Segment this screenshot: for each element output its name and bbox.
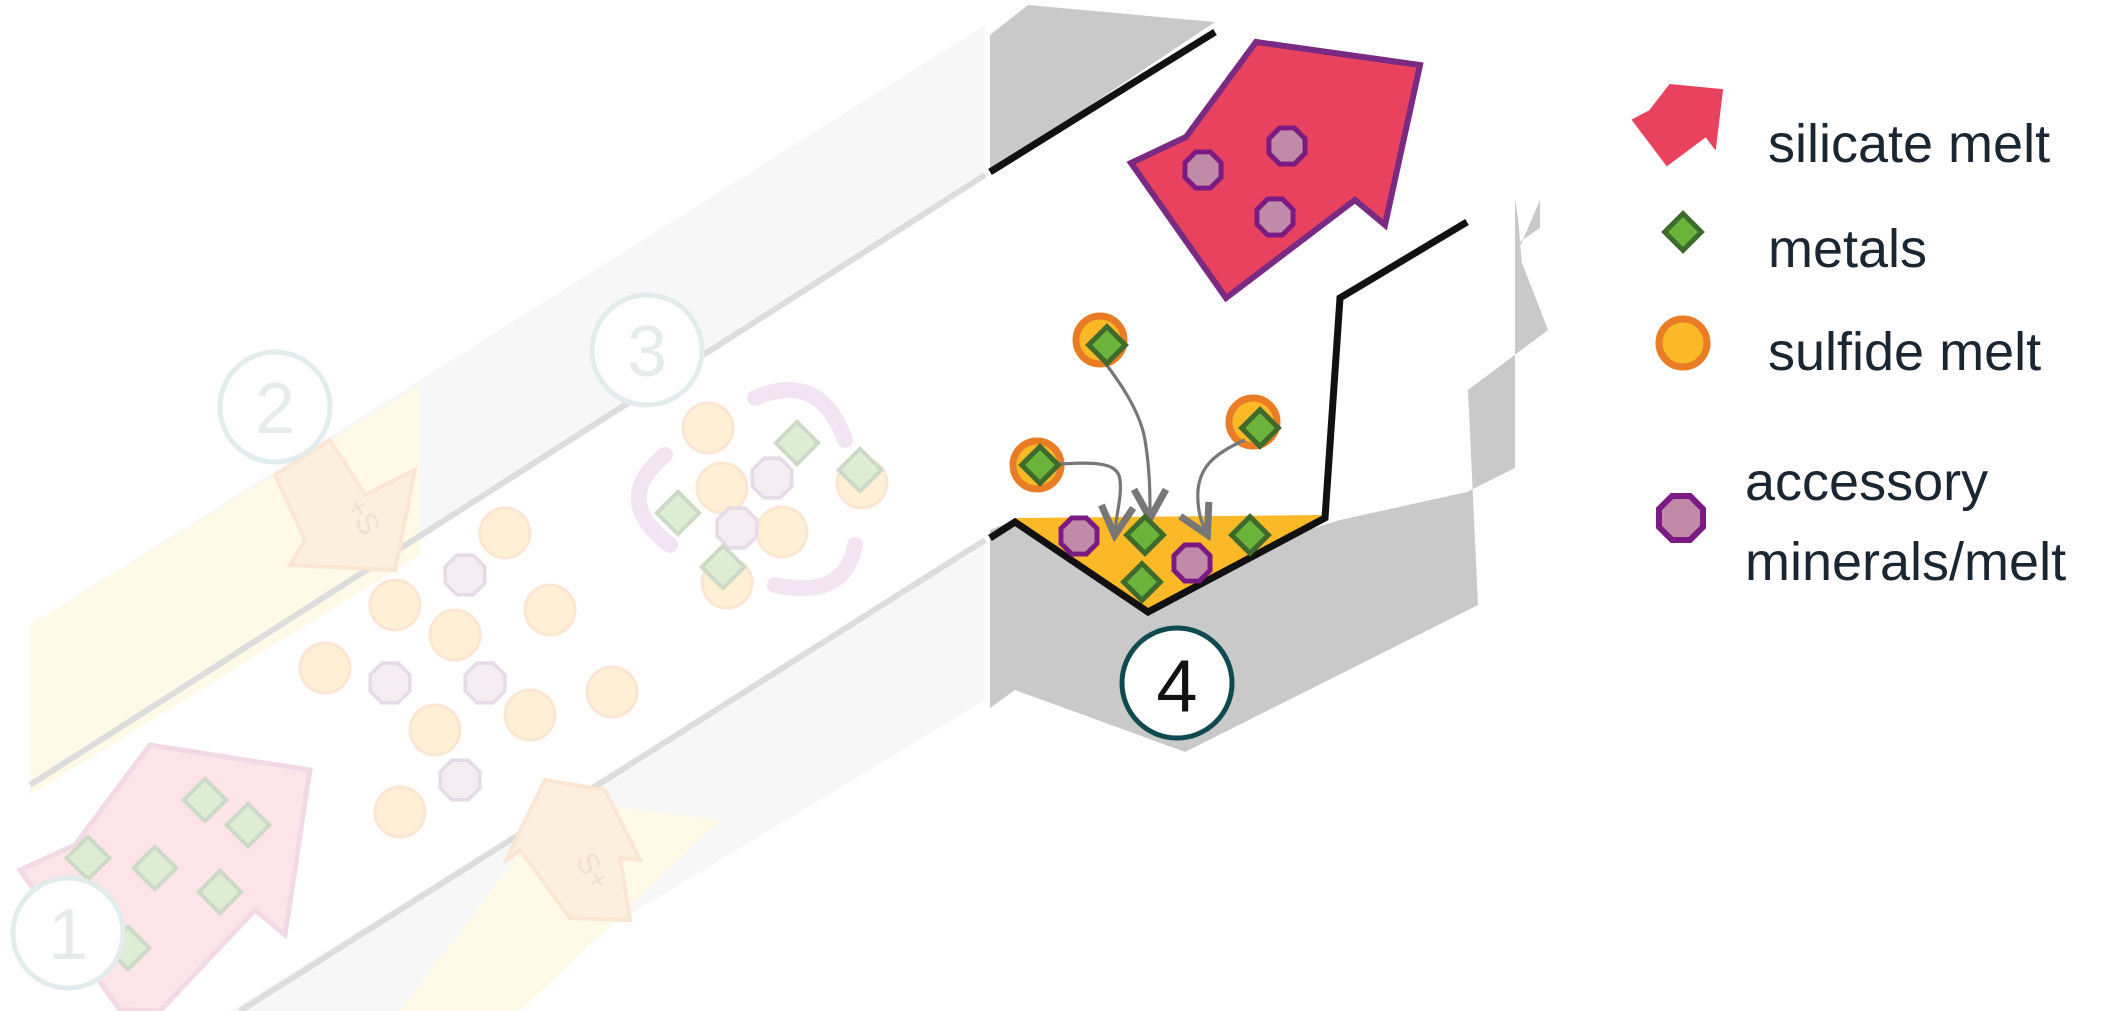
- svg-text:3: 3: [627, 312, 667, 392]
- accessory-octagon-icon: [1659, 496, 1703, 540]
- svg-text:metals: metals: [1768, 219, 1927, 279]
- silicate-melt-arrow-icon: [1633, 85, 1722, 165]
- lower-rock-block: [990, 200, 1548, 752]
- step-1-marker: 1: [13, 878, 123, 988]
- svg-text:sulfide melt: sulfide melt: [1768, 322, 2041, 382]
- legend: silicate melt metals sulfide melt access…: [1633, 85, 2066, 592]
- svg-text:accessory: accessory: [1745, 452, 1988, 512]
- faded-channel-background: +S S+: [13, 25, 985, 1011]
- silicate-melt-arrow: [1131, 42, 1420, 298]
- step-3-marker: 3: [592, 295, 702, 405]
- metal-diamond-icon: [1665, 214, 1702, 251]
- svg-text:1: 1: [48, 895, 88, 975]
- sulfide-circle-icon: [1659, 319, 1707, 367]
- svg-text:silicate melt: silicate melt: [1768, 114, 2050, 174]
- legend-item-sulfide-melt: sulfide melt: [1659, 319, 2041, 382]
- svg-text:minerals/melt: minerals/melt: [1745, 532, 2066, 592]
- legend-item-metals: metals: [1665, 214, 1927, 279]
- legend-item-accessory-minerals: accessory minerals/melt: [1659, 452, 2066, 592]
- svg-text:4: 4: [1156, 645, 1197, 728]
- step-2-marker: 2: [220, 352, 330, 462]
- legend-item-silicate-melt: silicate melt: [1633, 85, 2050, 174]
- svg-text:2: 2: [255, 369, 295, 449]
- settling-paths: [1045, 360, 1245, 532]
- step-4-marker: 4: [1122, 628, 1232, 738]
